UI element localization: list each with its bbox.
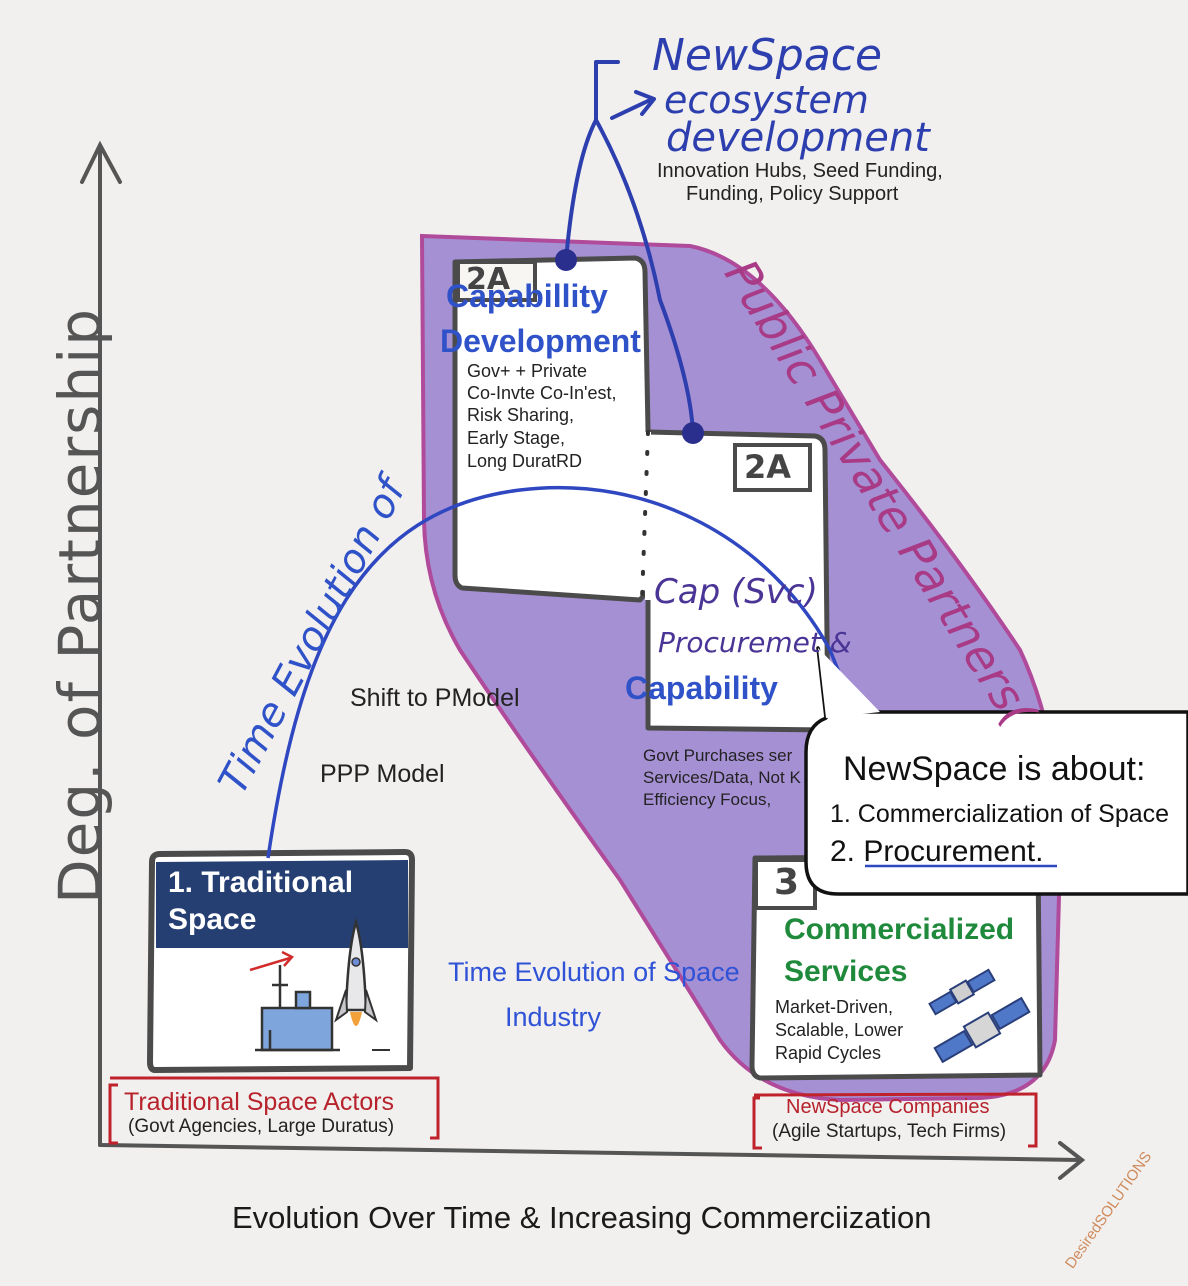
stage-1-title-line2: Space <box>168 903 257 936</box>
shift-model-label: Shift to PModel <box>350 684 520 712</box>
stage-2a-top-badge: 2A <box>466 262 511 297</box>
connector-dot-top <box>555 249 577 271</box>
callout-title: NewSpace is about: <box>843 750 1146 788</box>
stage-3-badge: 3 <box>774 862 800 903</box>
ecosystem-detail-line1: Innovation Hubs, Seed Funding, <box>657 160 943 182</box>
stage-2a-mid-detail-line1: Govt Purchases ser <box>643 746 793 765</box>
stage-2a-mid-hand-line1: Cap (Svc) <box>654 572 818 612</box>
callout-item-2: 2. Procurement. <box>830 835 1043 869</box>
ecosystem-title-line3: development <box>666 115 930 161</box>
x-axis-label: Evolution Over Time & Increasing Commerc… <box>232 1200 932 1235</box>
industry-label-line1: Time Evolution of Space <box>448 957 740 987</box>
stage-2a-mid-title: Capability <box>625 670 778 706</box>
newspace-actors-subtitle: (Agile Startups, Tech Firms) <box>772 1121 1007 1142</box>
stage-3-title-line2: Services <box>784 955 908 988</box>
callout-bubble <box>804 646 1188 896</box>
rocket-icon <box>334 917 390 1051</box>
traditional-actors-title: Traditional Space Actors <box>124 1088 395 1116</box>
callout-item-2-number: 2. <box>830 835 856 868</box>
connector-dot-mid <box>682 422 704 444</box>
ppp-model-label: PPP Model <box>320 760 445 788</box>
stage-2a-mid-hand-line2: Procuremet & <box>658 626 852 659</box>
callout-item-1: 1. Commercialization of Space <box>830 800 1170 828</box>
x-axis <box>98 1141 1086 1180</box>
stage-3-detail-line1: Market-Driven, <box>775 997 894 1017</box>
stage-2a-top-detail-line2: Co-Invte Co-In'est, <box>467 383 617 403</box>
stage-2a-mid-badge: 2A <box>744 448 792 486</box>
dotted-divider <box>640 430 650 602</box>
stage-1-header <box>156 860 408 948</box>
ground-station-icon <box>249 950 340 1052</box>
ecosystem-title-line2: ecosystem <box>664 78 869 122</box>
stage-2a-mid-detail-line2: Services/Data, Not K <box>643 768 801 787</box>
traditional-actors-subtitle: (Govt Agencies, Large Duratus) <box>128 1116 395 1137</box>
stage-3-detail-line2: Scalable, Lower <box>775 1020 904 1040</box>
badge-2a-top <box>456 260 537 302</box>
callout-item-2-end: . <box>1035 835 1044 868</box>
stage-1-title-line1: 1. Traditional <box>168 866 354 899</box>
stage-2a-top-detail-line5: Long DuratRD <box>467 451 583 471</box>
newspace-actors-title: NewSpace Companies <box>786 1096 990 1118</box>
time-evolution-curve <box>266 485 852 859</box>
stage-2a-top-title-line1: Capabillity <box>446 278 608 314</box>
y-axis <box>80 140 122 1147</box>
stage-2a-top-detail-line3: Risk Sharing, <box>467 405 575 425</box>
ecosystem-title-line1: NewSpace <box>652 30 883 81</box>
stage-2a-mid-box <box>645 429 831 733</box>
stage-2a-top-detail-line1: Gov+ + Private <box>467 361 588 381</box>
ecosystem-connector <box>564 60 695 434</box>
stage-2a-top-title-line2: Development <box>440 323 641 359</box>
callout-item-2-text: Procurement <box>863 835 1036 868</box>
satellite-icon <box>928 968 1031 1064</box>
badge-2a-mid <box>733 443 812 492</box>
ecosystem-detail-line2: Funding, Policy Support <box>686 183 899 205</box>
y-axis-label: Deg. of Partnership <box>46 306 114 904</box>
stage-3-title-line1: Commercialized <box>784 913 1015 946</box>
industry-label-line2: Industry <box>505 1002 602 1032</box>
stage-3-detail-line3: Rapid Cycles <box>775 1043 882 1063</box>
stage-2a-top-detail-line4: Early Stage, <box>467 428 566 448</box>
stage-2a-mid-detail-line3: Efficiency Focus, <box>643 790 772 809</box>
stage-3-box <box>749 853 1043 1081</box>
badge-3 <box>754 858 817 910</box>
